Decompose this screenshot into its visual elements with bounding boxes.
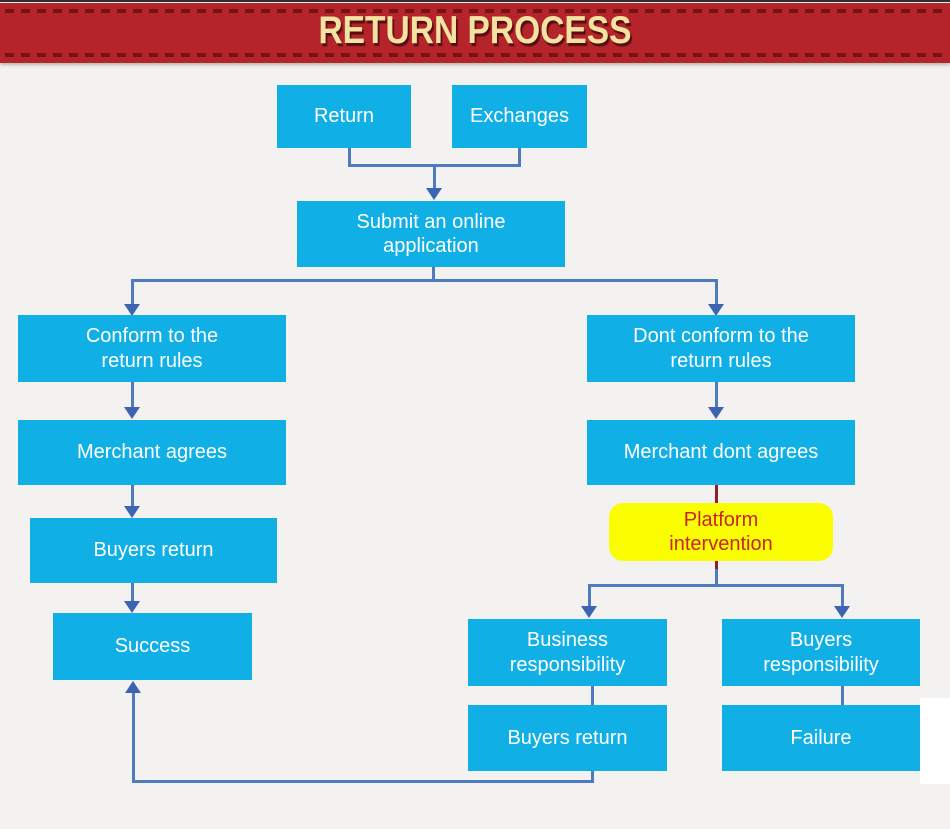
banner-dashed-line-bottom: [5, 53, 945, 57]
connector-to-business: [588, 584, 591, 608]
connector-buyersresp-to-failure: [841, 686, 844, 705]
connector-business-to-return: [591, 686, 594, 705]
node-conform-rules: Conform to the return rules: [18, 315, 286, 382]
node-merchant-agrees: Merchant agrees: [18, 420, 286, 485]
top-border-line: [0, 0, 950, 2]
banner-dashed-line-top: [5, 9, 945, 13]
connector-return-drop: [348, 148, 351, 166]
node-merchant-dont-agrees: Merchant dont agrees: [587, 420, 855, 485]
node-failure: Failure: [722, 705, 920, 771]
arrow-down-icon: [124, 601, 140, 613]
node-buyers-responsibility: Buyers responsibility: [722, 619, 920, 686]
connector-platform-drop: [715, 569, 718, 586]
connector-return-to-success: [131, 583, 134, 604]
node-platform-intervention: Platform intervention: [609, 503, 833, 561]
node-buyers-return-bottom: Buyers return: [468, 705, 667, 771]
connector-to-buyers-resp: [841, 584, 844, 608]
connector-submit-drop: [432, 267, 435, 281]
node-buyers-return-left: Buyers return: [30, 518, 277, 583]
node-submit-application: Submit an online application: [297, 201, 565, 267]
connector-dontconform-to-merchant: [715, 382, 718, 409]
banner: RETURN PROCESS: [0, 3, 950, 63]
connector-merchant-to-return: [131, 485, 134, 509]
arrow-down-icon: [124, 304, 140, 316]
connector-split-bar: [131, 279, 718, 282]
page-title: RETURN PROCESS: [318, 9, 632, 53]
arrow-down-icon: [581, 606, 597, 618]
node-return: Return: [277, 85, 411, 148]
connector-conform-to-merchant: [131, 382, 134, 409]
node-business-responsibility: Business responsibility: [468, 619, 667, 686]
node-dont-conform-rules: Dont conform to the return rules: [587, 315, 855, 382]
background-patch: [920, 698, 950, 784]
arrow-down-icon: [426, 188, 442, 200]
node-exchanges: Exchanges: [452, 85, 587, 148]
arrow-down-icon: [708, 407, 724, 419]
connector-platform-split-bar: [588, 584, 844, 587]
connector-feedback-rise: [132, 690, 135, 783]
arrow-down-icon: [834, 606, 850, 618]
arrow-down-icon: [124, 506, 140, 518]
connector-exchanges-drop: [518, 148, 521, 166]
arrow-down-icon: [708, 304, 724, 316]
connector-feedback-drop: [591, 771, 594, 783]
connector-to-conform: [131, 279, 134, 306]
connector-feedback-bar: [132, 780, 594, 783]
arrow-down-icon: [124, 407, 140, 419]
node-success: Success: [53, 613, 252, 680]
connector-to-submit: [433, 164, 436, 189]
arrow-up-icon: [125, 681, 141, 693]
connector-to-dont-conform: [715, 279, 718, 306]
